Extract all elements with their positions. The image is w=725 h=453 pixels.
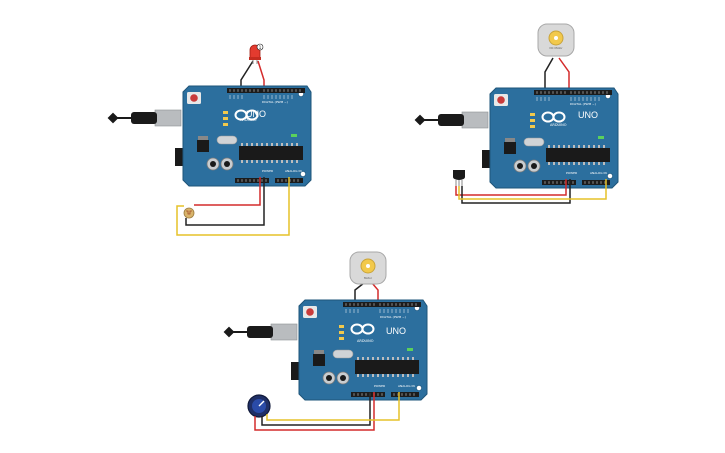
wire-red[interactable] bbox=[558, 57, 570, 92]
wire-black[interactable] bbox=[461, 179, 571, 204]
analog-label: ANALOG IN bbox=[398, 384, 415, 388]
board-top-right-group: DC Motor UNO ARDUINO DIGITAL (PWM ~) POW… bbox=[415, 23, 619, 204]
digital-label: DIGITAL (PWM ~) bbox=[570, 102, 596, 106]
board-brand: UNO bbox=[386, 326, 406, 336]
wire-yellow[interactable] bbox=[266, 392, 400, 421]
board-brand: UNO bbox=[246, 109, 266, 119]
analog-label: ANALOG IN bbox=[590, 171, 607, 175]
wire-red[interactable] bbox=[254, 392, 375, 431]
wire-black[interactable] bbox=[544, 57, 554, 92]
board-bottom-group: Motor UNO ARDUINO DIGITAL (PWM ~) POWER … bbox=[224, 251, 428, 431]
power-label: POWER bbox=[566, 171, 577, 175]
led-icon[interactable]: 1 bbox=[249, 43, 264, 64]
board-brand: UNO bbox=[578, 110, 598, 120]
potentiometer-icon[interactable] bbox=[247, 394, 271, 418]
motor-label: Motor bbox=[364, 276, 373, 280]
digital-label: DIGITAL (PWM ~) bbox=[262, 100, 288, 104]
wire-red[interactable] bbox=[371, 282, 379, 303]
wire-yellow[interactable] bbox=[458, 179, 607, 200]
power-label: POWER bbox=[262, 169, 273, 173]
wire-black[interactable] bbox=[185, 177, 265, 226]
wire-yellow[interactable] bbox=[176, 177, 290, 236]
dc-motor-icon[interactable] bbox=[537, 23, 575, 57]
wire-black[interactable] bbox=[261, 392, 371, 426]
digital-label: DIGITAL (PWM ~) bbox=[380, 315, 406, 319]
board-maker: ARDUINO bbox=[240, 118, 257, 122]
analog-label: ANALOG IN bbox=[285, 169, 302, 173]
wire-red[interactable] bbox=[194, 177, 261, 206]
temperature-sensor-icon[interactable] bbox=[453, 170, 465, 186]
board-maker: ARDUINO bbox=[357, 339, 374, 343]
board-top-left-group: 1 UNO ARDUINO DIGITAL (PWM ~) POWER ANAL… bbox=[108, 43, 312, 236]
wire-black[interactable] bbox=[354, 282, 365, 303]
power-label: POWER bbox=[374, 384, 385, 388]
led-label: 1 bbox=[259, 45, 262, 50]
wire-red[interactable] bbox=[455, 179, 567, 196]
board-maker: ARDUINO bbox=[550, 123, 567, 127]
motor-label: DC Motor bbox=[549, 46, 563, 50]
photoresistor-icon[interactable] bbox=[183, 207, 195, 219]
